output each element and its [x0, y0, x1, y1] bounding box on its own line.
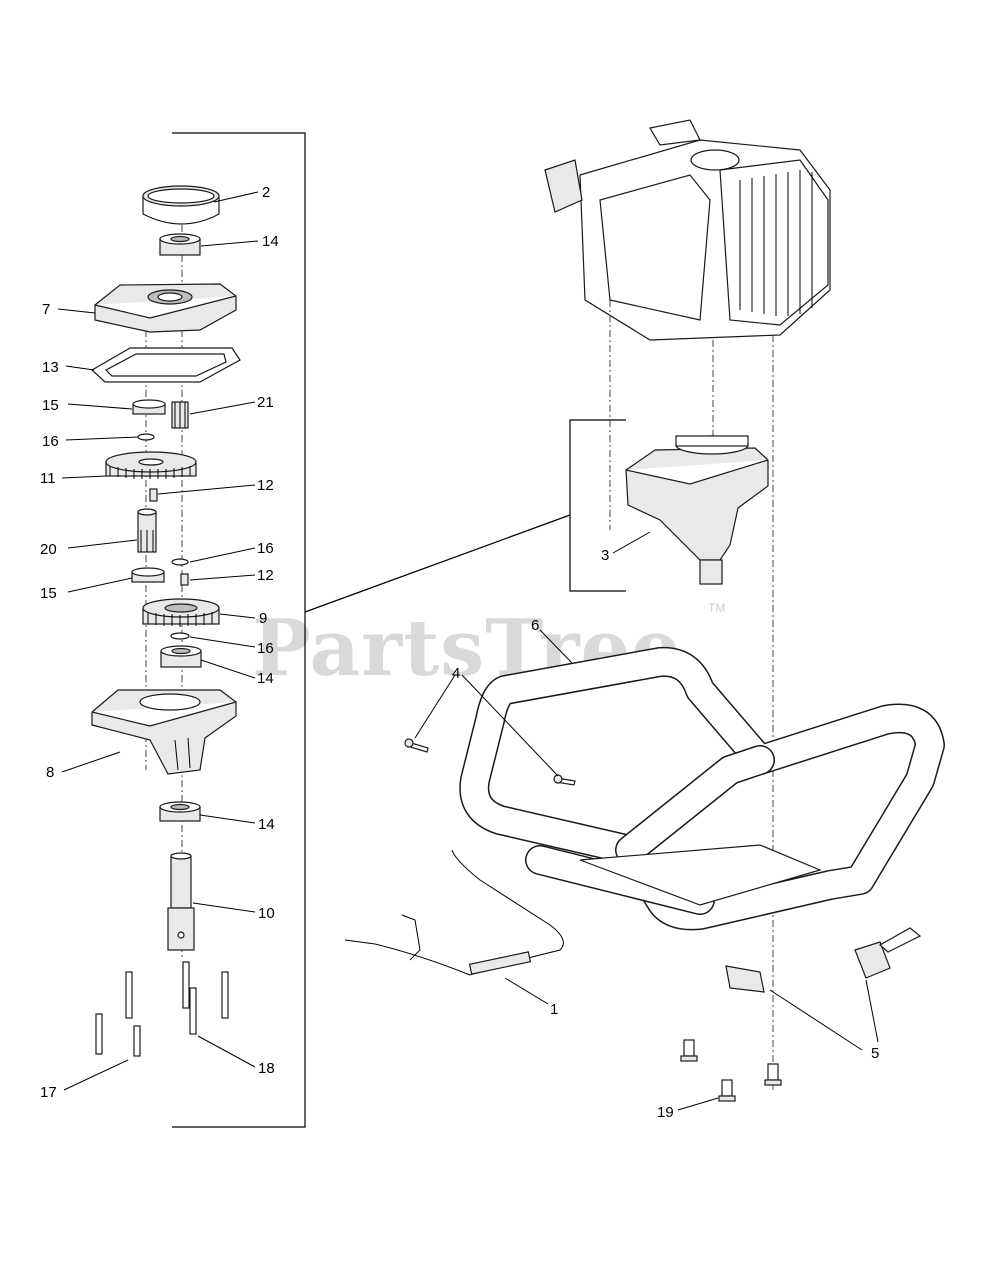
callout-19: 19 — [657, 1104, 674, 1121]
part-14-bearing-middle — [160, 645, 202, 668]
part-17-18-bolts — [95, 961, 229, 1057]
callout-15-lower: 15 — [40, 585, 57, 602]
callout-9: 9 — [259, 610, 267, 627]
callout-3: 3 — [601, 547, 609, 564]
callout-12-lower: 12 — [257, 567, 274, 584]
part-14-bearing-bottom — [159, 801, 201, 822]
callout-8: 8 — [46, 764, 54, 781]
part-16-ring-upper — [137, 433, 155, 441]
part-9-gear — [142, 598, 220, 627]
part-13-gasket — [90, 347, 241, 383]
callout-11: 11 — [40, 470, 56, 487]
callout-15-upper: 15 — [42, 397, 59, 414]
callout-16-lower: 16 — [257, 640, 274, 657]
gearbox-bracket — [172, 132, 306, 1128]
callout-20: 20 — [40, 541, 57, 558]
callout-2: 2 — [262, 184, 270, 201]
part-11-large-gear — [105, 451, 197, 479]
part-14-bearing-top — [159, 233, 201, 256]
callout-4: 4 — [452, 665, 460, 682]
part-4-screws — [404, 738, 576, 786]
callout-13: 13 — [42, 359, 59, 376]
callout-16-upper: 16 — [42, 433, 59, 450]
part-21-pinion — [171, 401, 189, 429]
callout-14-middle: 14 — [257, 670, 274, 687]
callout-1: 1 — [550, 1001, 558, 1018]
callout-10: 10 — [258, 905, 275, 922]
part-12-pin-upper — [149, 488, 158, 502]
callout-7: 7 — [42, 301, 50, 318]
callout-21: 21 — [257, 394, 274, 411]
part-8-lower-housing — [91, 689, 237, 775]
callout-16-middle: 16 — [257, 540, 274, 557]
callout-14-top: 14 — [262, 233, 279, 250]
callout-17: 17 — [40, 1084, 57, 1101]
callout-18: 18 — [258, 1060, 275, 1077]
gearbox-connector-line — [304, 514, 571, 613]
callout-6: 6 — [531, 617, 539, 634]
watermark-trademark: TM — [708, 601, 725, 615]
callout-5: 5 — [871, 1045, 879, 1062]
watermark: PartsTree TM — [252, 601, 725, 694]
part-5-switches — [725, 927, 922, 993]
part-2-cup — [142, 185, 220, 225]
part-15-bearing-upper — [132, 399, 166, 415]
part-16-ring-middle — [171, 558, 189, 566]
part-15-bearing-lower — [131, 567, 165, 583]
part-6-handle-frame — [459, 646, 945, 931]
callout-12-upper: 12 — [257, 477, 274, 494]
callout-labels: 2 14 7 13 15 21 16 11 12 20 16 15 12 9 1… — [40, 184, 879, 1121]
leader-lines — [57, 191, 879, 1111]
part-3-gearbox-assembly — [625, 435, 769, 585]
part-10-output-shaft — [167, 852, 195, 951]
part-20-shaft-gear — [137, 508, 157, 553]
part-7-upper-housing — [94, 283, 237, 333]
part-3-bracket — [569, 419, 626, 592]
callout-14-bottom: 14 — [258, 816, 275, 833]
part-12-pin-lower — [180, 573, 189, 586]
part-19-bolts — [680, 1039, 782, 1102]
part-1-throttle-cable — [344, 849, 564, 976]
part-16-ring-lower — [170, 632, 190, 640]
engine — [544, 119, 831, 341]
